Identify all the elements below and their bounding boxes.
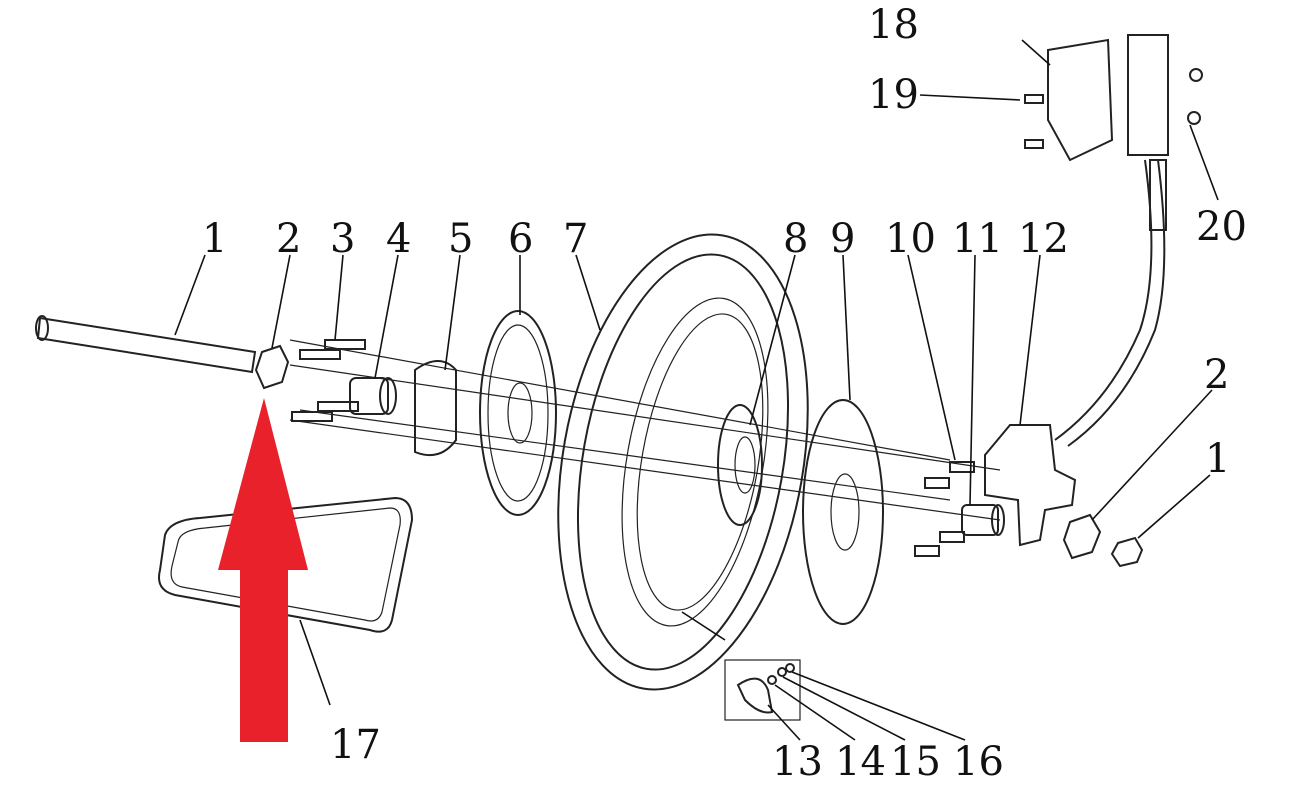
- label-1-right: 1: [1205, 436, 1230, 482]
- label-17: 17: [330, 722, 381, 768]
- guard-plate-part: [414, 360, 457, 456]
- label-13: 13: [772, 739, 823, 785]
- valve-inset: [724, 659, 801, 721]
- bolts-part: [291, 339, 366, 422]
- label-1-left: 1: [202, 216, 227, 262]
- part-labels: 1 2 3 4 5 6 7 8 9 10 11 12 13 14 15 16 1…: [202, 2, 1247, 785]
- label-14: 14: [835, 739, 886, 785]
- label-18: 18: [868, 2, 919, 48]
- axle-part: [35, 315, 257, 374]
- label-2-right: 2: [1204, 352, 1229, 398]
- label-12: 12: [1018, 216, 1069, 262]
- label-10: 10: [885, 216, 936, 262]
- right-adjuster-part: [1062, 513, 1144, 568]
- label-6: 6: [508, 216, 533, 262]
- label-3: 3: [330, 216, 355, 262]
- label-20: 20: [1196, 204, 1247, 250]
- caliper-part: [984, 159, 1166, 547]
- disc-bolts-part: [914, 461, 975, 557]
- label-7: 7: [563, 216, 588, 262]
- alignment-lines: [289, 339, 1001, 521]
- master-cylinder-part: [1024, 34, 1203, 231]
- label-11: 11: [952, 216, 1003, 262]
- red-arrow-icon: [218, 398, 308, 742]
- tire-part: [557, 233, 809, 691]
- label-5: 5: [448, 216, 473, 262]
- spacer-part: [349, 377, 397, 415]
- caliper-spacer-part: [961, 504, 1005, 536]
- label-19: 19: [868, 72, 919, 118]
- sprocket-part: [479, 310, 557, 516]
- label-9: 9: [830, 216, 855, 262]
- adjuster-part: [254, 344, 290, 390]
- label-2-left: 2: [276, 216, 301, 262]
- brake-disc-part: [802, 399, 884, 625]
- leader-lines: [174, 39, 1219, 741]
- label-4: 4: [386, 216, 411, 262]
- hub-part: [717, 404, 763, 526]
- label-8: 8: [783, 216, 808, 262]
- label-15: 15: [890, 739, 941, 785]
- chain-part: [158, 496, 414, 633]
- label-16: 16: [953, 739, 1004, 785]
